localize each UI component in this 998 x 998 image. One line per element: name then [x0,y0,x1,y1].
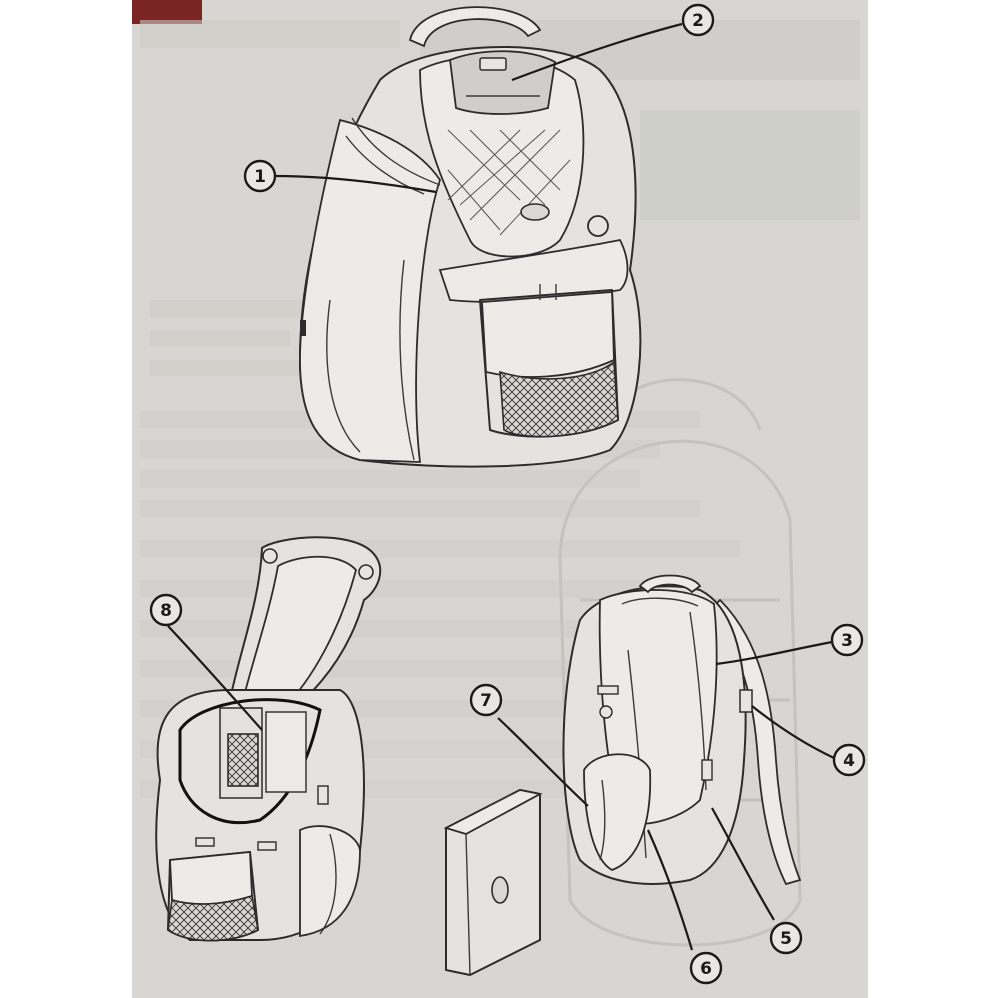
leader-3 [715,640,833,666]
callout-3: 3 [830,623,864,657]
callout-7-label: 7 [480,691,492,711]
laptop-case [443,789,543,976]
callout-4: 4 [832,743,866,777]
leader-lines [167,22,835,951]
callout-8: 8 [149,593,183,627]
backpack-side-view [562,574,802,886]
leader-4 [751,705,835,759]
callout-8-label: 8 [160,601,172,621]
callout-2: 2 [681,3,715,37]
callout-6-label: 6 [700,959,712,979]
leader-5 [711,807,775,921]
callout-1-label: 1 [254,167,266,187]
callout-5-label: 5 [780,929,792,949]
backpack-front-view [299,6,642,468]
backpack-open-view [155,536,382,942]
leader-2 [511,22,683,82]
callout-1: 1 [243,159,277,193]
callout-5: 5 [769,921,803,955]
callout-2-label: 2 [692,11,704,31]
leader-8 [167,625,263,731]
callout-7: 7 [469,683,503,717]
callout-6: 6 [689,951,723,985]
leader-1 [274,174,437,194]
leader-6 [646,829,694,951]
callout-4-label: 4 [843,751,855,771]
leader-7 [497,717,589,807]
callout-3-label: 3 [841,631,853,651]
